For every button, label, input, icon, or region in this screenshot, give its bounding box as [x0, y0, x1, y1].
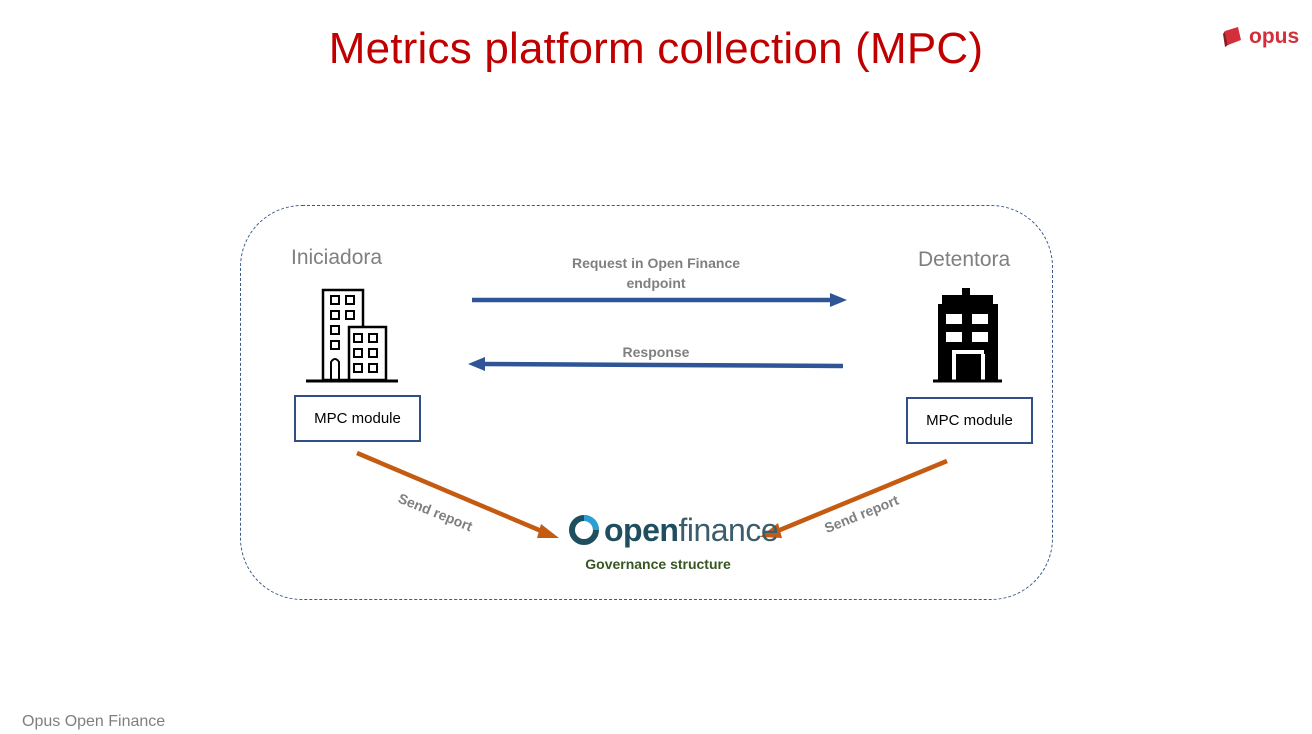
initiator-label: Iniciadora: [291, 246, 383, 269]
opus-logo-mark-icon: [1223, 27, 1241, 47]
initiator-mpc-module: MPC module: [294, 395, 421, 442]
slide-title: Metrics platform collection (MPC): [328, 24, 984, 73]
open-finance-logo-open: open: [604, 512, 679, 548]
request-label: Request in Open Finance endpoint: [571, 255, 741, 291]
holder-mpc-module: MPC module: [906, 397, 1033, 444]
ecosystem-boundary: [240, 205, 1053, 600]
holder-mpc-module-label: MPC module: [926, 412, 1013, 429]
response-label: Response: [622, 344, 690, 360]
opus-logo: opus: [1222, 24, 1299, 50]
holder-label: Detentora: [918, 248, 1011, 271]
open-finance-logo-mark-icon: [569, 515, 599, 545]
initiator-mpc-module-label: MPC module: [314, 410, 401, 427]
bank-building-icon: [933, 288, 1002, 383]
governance-caption: Governance structure: [585, 556, 731, 572]
opus-logo-text: opus: [1249, 25, 1300, 48]
request-arrow: [472, 293, 847, 307]
send-report-arrow-left: [356, 450, 559, 538]
office-buildings-icon: [306, 288, 398, 383]
response-arrow: [468, 357, 844, 371]
slide-footer: Opus Open Finance: [22, 713, 166, 730]
open-finance-logo-finance: finance: [678, 512, 779, 548]
open-finance-logo: openfinance: [568, 512, 779, 548]
send-report-arrow-right: [760, 458, 948, 538]
